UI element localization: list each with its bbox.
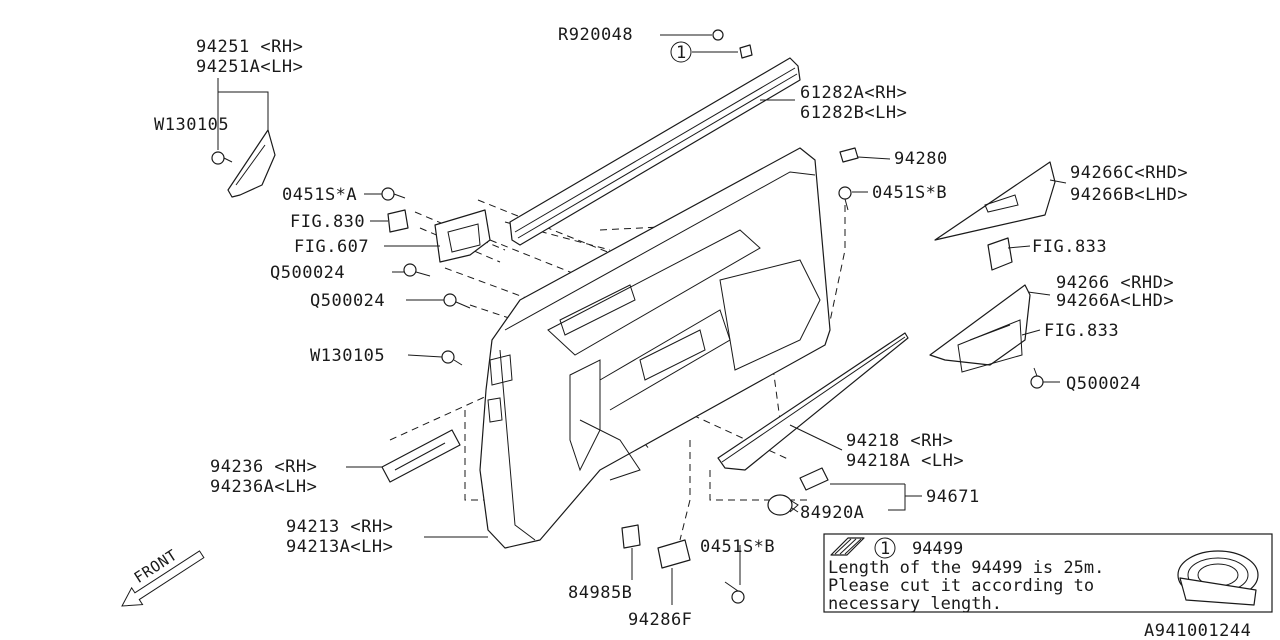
label-fig607: FIG.607 (294, 237, 369, 257)
label-84985b: 84985B (568, 583, 632, 603)
circle-1-number: 1 (676, 43, 687, 63)
label-94286f: 94286F (628, 610, 692, 630)
pull-handle-cover (227, 129, 276, 198)
label-94266-rhd: 94266 <RHD> (1056, 273, 1174, 293)
label-84920a: 84920A (800, 503, 864, 523)
label-fig833-top: FIG.833 (1032, 237, 1107, 257)
trim-bracket (657, 539, 691, 569)
armrest-molding-strip (717, 332, 909, 471)
label-fig830: FIG.830 (290, 212, 365, 232)
label-0451s-a: 0451S*A (282, 185, 357, 205)
fasteners (211, 29, 1044, 604)
window-switch-small (987, 237, 1013, 271)
label-61282b-lh: 61282B<LH> (800, 103, 907, 123)
label-q500024-3: Q500024 (1066, 374, 1141, 394)
note-box: 1 94499 Length of the 94499 is 25m. Plea… (823, 533, 1273, 614)
leader-lines (217, 34, 1067, 605)
label-94213a-lh: 94213A<LH> (286, 537, 393, 557)
mirror-switch (387, 209, 409, 233)
note-circle-number: 1 (880, 539, 890, 559)
lamp-socket (621, 524, 641, 549)
window-switch-bezel-upper (934, 161, 1056, 241)
lamp-bulb (767, 494, 799, 516)
label-94236-rh: 94236 <RH> (210, 457, 317, 477)
front-direction-arrow: FRONT (121, 546, 205, 607)
label-94213-rh: 94213 <RH> (286, 517, 393, 537)
label-q500024-1: Q500024 (270, 263, 345, 283)
note-line-3: necessary length. (828, 594, 1002, 614)
label-r920048: R920048 (558, 25, 633, 45)
label-94251a-lh: 94251A<LH> (196, 57, 303, 77)
door-trim-panel (479, 147, 831, 549)
belt-molding-strip (509, 57, 801, 246)
label-94218-rh: 94218 <RH> (846, 431, 953, 451)
label-94266c-rhd: 94266C<RHD> (1070, 163, 1188, 183)
front-label: FRONT (131, 546, 181, 587)
lock-switch-panel (381, 429, 461, 483)
window-switch-bezel-lower (929, 284, 1031, 373)
circle-1-marker: 1 (670, 41, 692, 63)
hatch-icon (830, 537, 865, 556)
label-94671: 94671 (926, 487, 980, 507)
label-0451s-b-top: 0451S*B (872, 183, 947, 203)
note-line-1: Length of the 94499 is 25m. (828, 558, 1104, 578)
label-0451s-b-bot: 0451S*B (700, 537, 775, 557)
label-94266b-lhd: 94266B<LHD> (1070, 185, 1188, 205)
label-q500024-2: Q500024 (310, 291, 385, 311)
note-line-2: Please cut it according to (828, 576, 1094, 596)
label-94266a-lhd: 94266A<LHD> (1056, 291, 1174, 311)
label-fig833-bot: FIG.833 (1044, 321, 1119, 341)
inner-handle-bracket (434, 209, 491, 263)
label-61282a-rh: 61282A<RH> (800, 83, 907, 103)
tape-roll-icon (1177, 550, 1259, 606)
label-94280: 94280 (894, 149, 948, 169)
label-w130105-mid: W130105 (310, 346, 385, 366)
label-w130105-top: W130105 (154, 115, 229, 135)
label-94236a-lh: 94236A<LH> (210, 477, 317, 497)
courtesy-lamp-housing (799, 467, 829, 491)
label-94218a-lh: 94218A <LH> (846, 451, 964, 471)
diagram-id: A941001244 (1144, 621, 1251, 640)
note-part-number: 94499 (912, 539, 963, 559)
label-94251-rh: 94251 <RH> (196, 37, 303, 57)
